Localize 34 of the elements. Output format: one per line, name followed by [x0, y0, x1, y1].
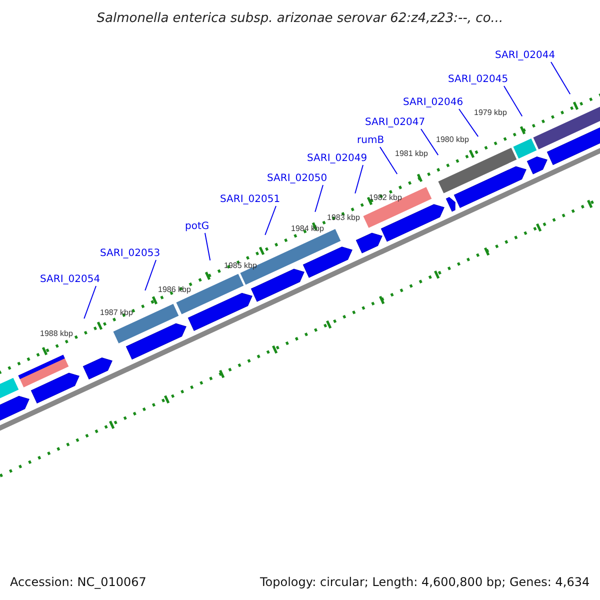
leader-line [550, 62, 571, 95]
gene-label: SARI_02046 [403, 98, 464, 108]
leader-line [420, 128, 439, 156]
leader-line [380, 146, 398, 174]
scale-label: 1981 kbp [395, 150, 428, 158]
leader-line [144, 260, 156, 291]
scale-label: 1983 kbp [327, 214, 360, 222]
info-text: Topology: circular; Length: 4,600,800 bp; Genes: 4,634 [260, 576, 590, 588]
scale-label: 1987 kbp [100, 309, 133, 317]
gene-label: SARI_02051 [220, 195, 280, 205]
scale-label: 1980 kbp [436, 136, 469, 144]
gene-label: rumB [357, 136, 384, 146]
scale-label: 1988 kbp [40, 330, 73, 338]
title: Salmonella enterica subsp. arizonae serovar 62:z4,z23:--, co... [96, 12, 504, 25]
gene-label: potG [185, 222, 210, 232]
leader-line [204, 232, 211, 261]
scale-label: 1986 kbp [158, 286, 191, 294]
scale-label: 1985 kbp [224, 262, 257, 270]
scale-label: 1984 kbp [291, 225, 324, 233]
gene-label: SARI_02044 [495, 51, 556, 61]
gene-label: SARI_02050 [267, 174, 328, 184]
gene-label: SARI_02047 [365, 118, 426, 128]
scale-label: 1979 kbp [474, 109, 507, 117]
leader-line [264, 206, 276, 236]
leader-line [314, 184, 324, 212]
leader-line [458, 108, 479, 138]
leader-line [504, 86, 523, 117]
leader-line [354, 164, 364, 194]
gene-label: SARI_02045 [448, 75, 508, 85]
gene-label: SARI_02053 [100, 249, 160, 259]
info-text: Accession: NC_010067 [10, 576, 146, 588]
gene-label: SARI_02054 [40, 275, 100, 285]
leader-line [84, 286, 96, 320]
gene-label: SARI_02049 [307, 154, 368, 164]
